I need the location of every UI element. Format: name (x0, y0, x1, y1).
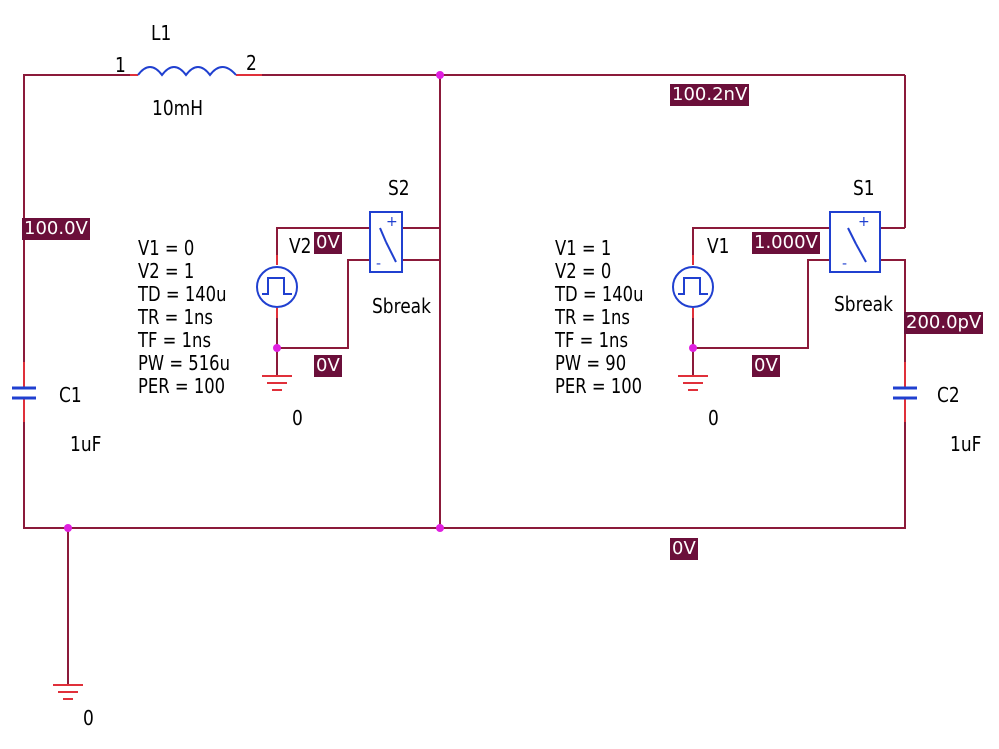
voltage-marker-v2-return[interactable]: 0V (314, 355, 342, 377)
wire-v1-bottom (692, 259, 830, 349)
wires (23, 74, 906, 684)
capacitor-c1-ref-label: C1 (59, 383, 82, 407)
junctions (64, 71, 697, 532)
source-param: TD = 140u (138, 282, 227, 306)
voltage-marker-bottom[interactable]: 0V (670, 538, 698, 560)
svg-text:+: + (386, 214, 398, 230)
voltage-marker-v1-node[interactable]: 1.000V (752, 232, 820, 254)
source-param: TF = 1ns (138, 328, 211, 352)
source-param: PW = 516u (138, 351, 230, 375)
voltage-marker-top-right[interactable]: 100.2nV (670, 84, 750, 106)
source-v1-params: V1 = 1 V2 = 0 TD = 140u TR = 1ns TF = 1n… (555, 237, 644, 398)
capacitor-c1-value-label: 1uF (70, 432, 102, 456)
source-v2-params: V1 = 0 V2 = 1 TD = 140u TR = 1ns TF = 1n… (138, 237, 230, 398)
source-param: V1 = 0 (138, 236, 195, 260)
ground-v1 (678, 375, 708, 391)
switch-s1[interactable]: + - (829, 211, 881, 273)
capacitor-c1[interactable] (12, 362, 36, 422)
capacitor-c2-ref-label: C2 (937, 383, 960, 407)
ground-bottom-label: 0 (83, 706, 94, 730)
pulse-source-v1[interactable] (672, 255, 714, 318)
wire-v2-bottom (276, 259, 370, 349)
svg-text:-: - (376, 256, 381, 272)
ground-bottom (53, 684, 83, 700)
source-param: V2 = 1 (138, 259, 195, 283)
voltage-marker-left[interactable]: 100.0V (22, 218, 90, 240)
switch-s2-model-label: Sbreak (372, 294, 431, 318)
inductor-pin1-label: 1 (115, 53, 126, 77)
source-param: PER = 100 (138, 374, 226, 398)
source-v1-ref-label: V1 (707, 234, 730, 258)
source-param: PER = 100 (555, 374, 643, 398)
wire-v1-top (692, 227, 830, 255)
svg-text:-: - (842, 256, 847, 272)
inductor-coil-icon (137, 66, 237, 77)
pulse-wave-icon (262, 277, 292, 295)
inductor-pin2-label: 2 (246, 51, 257, 75)
source-v2-ref-label: V2 (289, 234, 312, 258)
inductor-value-label: 10mH (152, 96, 203, 120)
ground-v2-label: 0 (292, 406, 303, 430)
source-param: TR = 1ns (138, 305, 213, 329)
voltage-marker-v1-return[interactable]: 0V (752, 355, 780, 377)
source-param: TR = 1ns (555, 305, 630, 329)
junction-dot (273, 344, 281, 352)
source-param: TF = 1ns (555, 328, 628, 352)
switch-s1-ref-label: S1 (853, 176, 875, 200)
junction-dot (689, 344, 697, 352)
pulse-wave-icon (678, 277, 708, 295)
ground-v2 (262, 375, 292, 391)
voltage-marker-v2-node[interactable]: 0V (314, 232, 342, 254)
inductor-ref-label: L1 (151, 21, 172, 45)
capacitor-c2-value-label: 1uF (950, 432, 982, 456)
capacitor-c2[interactable] (893, 362, 917, 422)
source-param: PW = 90 (555, 351, 627, 375)
ground-v1-label: 0 (708, 406, 719, 430)
switch-s2-ref-label: S2 (388, 176, 410, 200)
svg-text:+: + (858, 214, 870, 230)
voltage-marker-c2-node[interactable]: 200.0pV (904, 312, 984, 334)
switch-s2[interactable]: + - (369, 211, 403, 273)
switch-s1-model-label: Sbreak (834, 292, 893, 316)
source-param: V1 = 1 (555, 236, 612, 260)
wire-left-bottom (23, 422, 906, 529)
junction-dot (64, 524, 72, 532)
junction-dot (436, 71, 444, 79)
junction-dot (436, 524, 444, 532)
source-param: V2 = 0 (555, 259, 612, 283)
wire-left-top (23, 74, 130, 362)
inductor-l1[interactable] (130, 66, 262, 77)
wire-v2-top (276, 227, 370, 255)
pulse-source-v2[interactable] (256, 255, 298, 318)
source-param: TD = 140u (555, 282, 644, 306)
